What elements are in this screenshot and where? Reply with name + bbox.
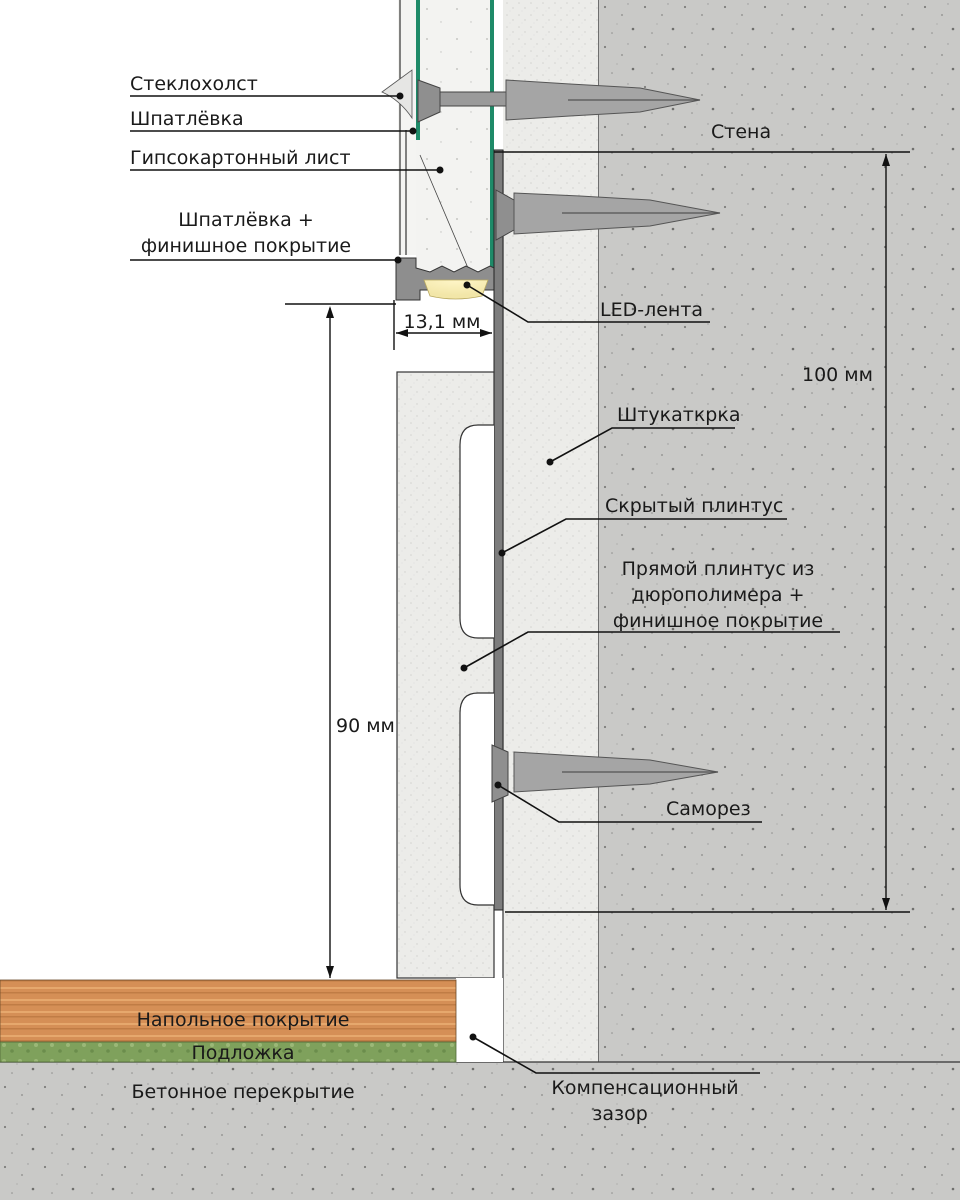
label-underlay: Подложка xyxy=(191,1042,294,1064)
label-glass-fiber: Стеклохолст xyxy=(130,73,258,95)
dimension-profile-height: 100 мм xyxy=(802,364,873,386)
screw-dowel-bottom xyxy=(491,744,719,803)
label-wall: Стена xyxy=(711,121,771,143)
baseboard-recess-upper xyxy=(459,424,494,639)
label-compensation-gap-2: зазор xyxy=(592,1103,648,1125)
concrete-wall xyxy=(598,0,960,1062)
label-plaster: Штукаткрка xyxy=(617,404,740,426)
label-straight-baseboard-1: Прямой плинтус из xyxy=(622,558,815,580)
glass-fiber-edge-right xyxy=(490,0,494,268)
dimension-baseboard-height: 90 мм xyxy=(336,715,395,737)
glass-fiber-wedge xyxy=(381,69,413,120)
underlay xyxy=(0,1041,457,1063)
label-straight-baseboard-3: финишное покрытие xyxy=(613,610,823,632)
leader-lines xyxy=(130,92,840,1074)
label-straight-baseboard-2: дюрополимера + xyxy=(631,584,804,606)
label-floor-covering: Напольное покрытие xyxy=(137,1009,350,1031)
plaster-layer xyxy=(503,0,598,1062)
label-putty-finish-2: финишное покрытие xyxy=(141,235,351,257)
label-hidden-baseboard: Скрытый плинтус xyxy=(605,495,783,517)
dimension-gap-width: 13,1 мм xyxy=(403,311,480,333)
floor-covering xyxy=(0,979,457,1043)
glass-fiber-edge-left xyxy=(416,0,420,140)
compensation-gap xyxy=(456,978,503,1062)
screw-dowel-top xyxy=(417,79,701,123)
led-strip xyxy=(423,279,489,300)
baseboard-recess-lower xyxy=(459,692,494,906)
label-putty: Шпатлёвка xyxy=(130,108,244,130)
label-led-strip: LED-лента xyxy=(600,299,703,321)
label-concrete-slab: Бетонное перекрытие xyxy=(131,1081,354,1103)
label-compensation-gap-1: Компенсационный xyxy=(551,1077,738,1099)
concrete-slab xyxy=(0,1062,960,1200)
dimension-lines xyxy=(285,151,910,978)
label-putty-finish-1: Шпатлёвка + xyxy=(178,209,314,231)
drywall-sheet xyxy=(416,0,494,270)
label-drywall: Гипсокартонный лист xyxy=(130,147,351,169)
putty-layer xyxy=(398,0,416,255)
label-screw: Саморез xyxy=(666,798,751,820)
screw-dowel-middle xyxy=(495,189,721,241)
